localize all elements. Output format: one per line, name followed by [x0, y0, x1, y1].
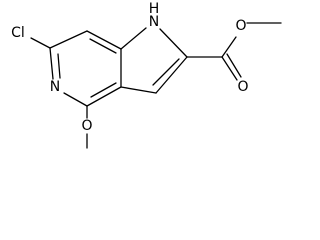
bond-c2-c3-inner	[152, 58, 180, 86]
bond-n5-c6-inner	[57, 53, 61, 79]
carbonyl-oxygen-label: O	[237, 79, 248, 95]
bond-carbonyl-double-b	[226, 53, 242, 78]
bond-c3-c3a	[120, 86, 157, 94]
bond-c6-c7	[49, 30, 88, 49]
bond-c4-n5	[63, 92, 88, 107]
chlorine-label: Cl	[11, 25, 25, 41]
ester-oxygen-label: O	[235, 18, 246, 34]
bond-carbonyl-c-ester-o	[221, 36, 237, 58]
pyrrole-nitrogen-label: N	[149, 14, 159, 30]
bonds	[30, 22, 282, 149]
bond-n5-c6	[49, 47, 54, 80]
bond-c7-c7a	[86, 30, 122, 50]
chemical-structure-diagram: Cl N H N O O O	[11, 1, 282, 149]
methoxy-oxygen-label: O	[81, 118, 92, 134]
bond-c7a-n1	[120, 27, 147, 50]
bond-c7-c7a-inner	[89, 38, 117, 54]
bond-c3a-c4-inner	[90, 82, 117, 98]
bond-c6-cl	[30, 37, 51, 49]
bond-n1-c2	[159, 28, 188, 58]
pyridine-nitrogen-label: N	[50, 79, 60, 95]
bond-c2-c3	[155, 56, 188, 94]
bond-c3a-c4	[86, 86, 122, 107]
pyrrole-h-label: H	[149, 1, 160, 17]
bond-carbonyl-double-a	[221, 56, 238, 81]
atom-labels: Cl N H N O O O	[11, 1, 248, 134]
